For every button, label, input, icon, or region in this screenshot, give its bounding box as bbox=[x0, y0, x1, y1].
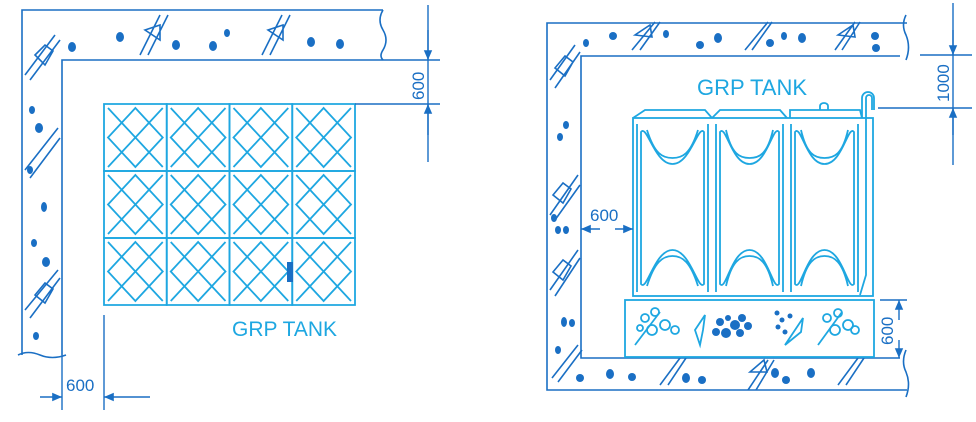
tank-panel bbox=[103, 237, 168, 306]
base-rubble bbox=[634, 307, 860, 349]
tank-section bbox=[715, 124, 784, 292]
tank-panel bbox=[165, 237, 231, 306]
sectional-tank-elevation bbox=[624, 91, 875, 358]
drain-valve bbox=[287, 262, 293, 282]
base-height-dimension: 600 bbox=[878, 299, 907, 358]
aggregate-dots bbox=[551, 30, 880, 384]
tank-panel bbox=[103, 103, 168, 172]
overflow-pipe bbox=[861, 91, 875, 118]
rebar-symbols bbox=[24, 14, 291, 319]
tank-section bbox=[790, 124, 859, 292]
tank-base-plinth bbox=[624, 299, 875, 358]
tank-panel bbox=[103, 170, 168, 239]
elevation-tank-label: GRP TANK bbox=[697, 75, 807, 100]
tank-panel bbox=[291, 237, 356, 306]
plan-tank-label: GRP TANK bbox=[232, 318, 337, 341]
tank-panel bbox=[165, 103, 231, 172]
tank-panel bbox=[291, 170, 356, 239]
panel-tank-plan bbox=[103, 103, 356, 306]
tank-section bbox=[636, 124, 709, 292]
concrete-wall bbox=[17, 9, 387, 359]
rebar-symbols bbox=[549, 21, 865, 391]
base-gravel bbox=[712, 310, 793, 338]
elevation-view: 1000 600 600 GRP TANK bbox=[546, 3, 972, 398]
plan-side-clearance-label: 600 bbox=[66, 376, 94, 395]
plan-top-clearance-label: 600 bbox=[409, 72, 428, 100]
elevation-base-height-label: 600 bbox=[878, 317, 897, 345]
tank-panel bbox=[165, 170, 231, 239]
side-dimension: 600 bbox=[40, 315, 150, 410]
tank-panel bbox=[291, 103, 356, 172]
plan-view: 600 600 GRP TANK bbox=[17, 5, 440, 410]
tank-panel bbox=[228, 237, 294, 306]
elevation-top-clearance-label: 1000 bbox=[934, 64, 953, 102]
top-dimension: 600 bbox=[355, 5, 440, 162]
side-clearance-dimension: 600 bbox=[581, 206, 633, 234]
level-gauge bbox=[859, 118, 867, 296]
elevation-side-clearance-label: 600 bbox=[590, 206, 618, 225]
manhole-cover bbox=[819, 102, 829, 110]
tank-panel bbox=[228, 103, 294, 172]
top-clearance-dimension: 1000 bbox=[878, 3, 972, 165]
aggregate-dots bbox=[27, 29, 344, 340]
tank-panel bbox=[228, 170, 294, 239]
concrete-wall-elevation bbox=[546, 14, 910, 398]
